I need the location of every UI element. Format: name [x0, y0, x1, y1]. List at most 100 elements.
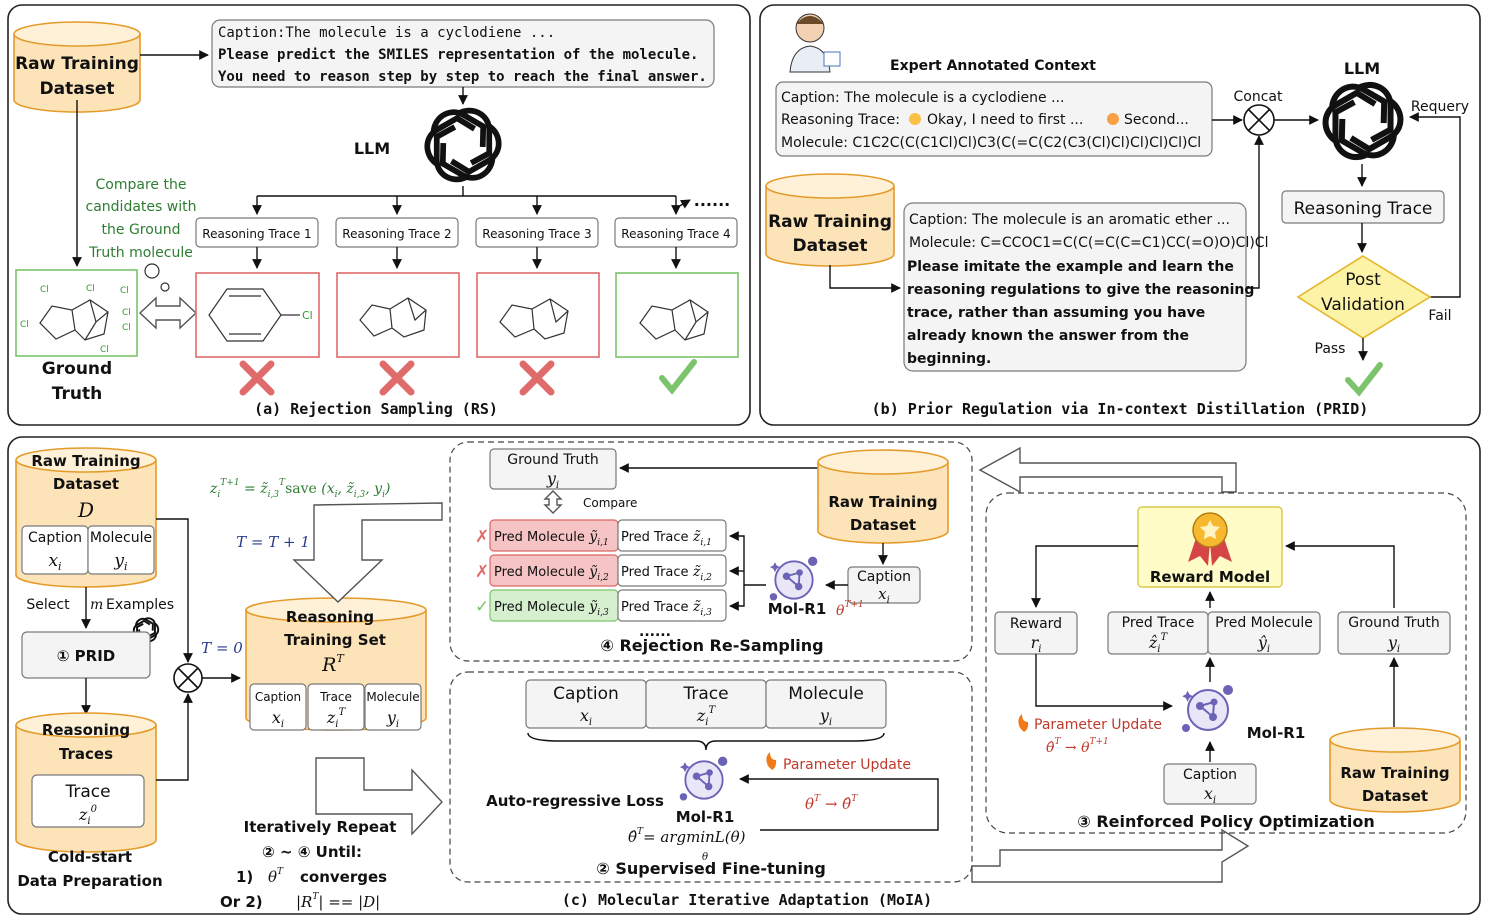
argmin-formula: θ̂T= argminL(θ) [628, 827, 746, 846]
ground-truth-molecule [39, 299, 109, 341]
gt-atom-4: Cl [120, 286, 129, 296]
dataset-d-symbol: D [77, 498, 94, 522]
rt-trace-label: Trace [319, 690, 352, 704]
candidate-box-1 [195, 272, 320, 358]
gt-label-rs: Ground Truth [507, 452, 598, 468]
rt-molecule-cell [364, 683, 422, 731]
prompt-line-2: Please predict the SMILES representation… [218, 47, 698, 63]
candidate-molecule-1 [208, 288, 300, 342]
sft-title: ② Supervised Fine-tuning [596, 859, 826, 878]
d-molecule-label: Molecule [90, 530, 152, 546]
raw-dataset-cylinder-b: Raw Training Dataset [765, 173, 895, 267]
rpo-to-rs-arrow [978, 446, 1237, 494]
prompt-line-b3: trace, rather than assuming you have [907, 305, 1205, 321]
reasoning-trace-label-b: Reasoning Trace [1294, 199, 1433, 219]
rs-region [449, 441, 973, 662]
more-traces: ...... [694, 191, 730, 210]
gt-var-rs: yi [546, 469, 559, 491]
ctx-molecule: Molecule: C1C2C(C(C1Cl)Cl)C3(C(=C(C2(C3(… [781, 135, 1201, 151]
gt-cell-rs [489, 448, 617, 490]
pred-trace-cell-1 [617, 519, 727, 552]
gt-atom-6: Cl [122, 323, 131, 333]
panel-b: Expert Annotated Context Caption: The mo… [759, 4, 1481, 426]
trace-label-2: Reasoning Trace 2 [342, 227, 451, 241]
panel-b-title: (b) Prior Regulation via In-context Dist… [872, 400, 1369, 418]
raw-dataset-cylinder-a: Raw Training Dataset [13, 21, 141, 113]
candidate-molecule-2 [359, 297, 427, 338]
trace-cell-label: Trace [64, 782, 110, 802]
ctx-caption: Caption: The molecule is a cyclodiene ..… [781, 90, 1064, 106]
m-examples-label: Examples [106, 597, 174, 613]
expert-context-label: Expert Annotated Context [890, 58, 1096, 74]
pass-label: Pass [1315, 341, 1346, 357]
trace-cell [31, 774, 145, 828]
z-update-formula: ziT+1 = z̃i,3Tsave (xi, z̃i,3, yi) [209, 478, 390, 500]
iter-label-1: Iteratively Repeat [244, 818, 397, 836]
gt-atom-3: Cl [86, 284, 95, 294]
argmin-subscript: θ [702, 852, 708, 863]
rt-molecule-label: Molecule [366, 690, 419, 704]
pred-row-3: ✓ Pred Molecule ỹi,3 Pred Trace z̃i,3 [475, 589, 727, 622]
prompt-line-3: You need to reason step by step to reach… [218, 69, 707, 85]
dataset-rs-label-2: Dataset [850, 516, 916, 534]
rpo-title: ③ Reinforced Policy Optimization [1077, 812, 1375, 831]
iter-cardinality: |RT| == |D| [296, 892, 380, 911]
iter-label-4: converges [300, 868, 387, 886]
gt-atom-5: Cl [122, 308, 131, 318]
fire-icon-rpo [1018, 714, 1029, 732]
prompt-line-b5: beginning. [907, 351, 991, 367]
reject-mark-1 [239, 360, 275, 396]
expert-context-box [775, 81, 1213, 157]
iter-label-2: ② ~ ④ Until: [262, 843, 362, 861]
cold-start-label-1: Cold-start [48, 848, 132, 866]
reject-mark-3 [519, 360, 555, 396]
t-init-label: T = 0 [201, 639, 243, 657]
dataset-d-label-1: Raw Training [31, 452, 140, 470]
concat-operator-icon [1243, 104, 1275, 136]
param-update-label-sft: Parameter Update [783, 757, 911, 773]
fail-label: Fail [1428, 308, 1451, 324]
candidate-box-4 [615, 272, 739, 358]
compare-text-2: candidates with [86, 199, 197, 215]
compare-text-4: Truth molecule [88, 245, 193, 261]
llm-label-b: LLM [1344, 59, 1380, 78]
dataset-d-label-2: Dataset [53, 475, 119, 493]
prompt-line-b4: already known the answer from the [907, 328, 1189, 344]
prompt-line-1: Caption:The molecule is a cyclodiene ... [218, 25, 555, 41]
prompt-molecule-b: Molecule: C=CCOC1=C(C(=C(C=C1)CC(=O)O)Cl… [909, 235, 1268, 251]
mol-r1-label-rs: Mol-R1 [768, 600, 827, 618]
accept-check-icon-b [1345, 362, 1383, 397]
ctx-trace-label: Reasoning Trace: [781, 112, 900, 128]
reward-var: ri [1031, 633, 1042, 655]
reasoning-traces-cylinder: Reasoning Traces Trace zi0 [15, 712, 157, 853]
loop-back-arrow [292, 502, 443, 603]
dataset-d-cylinder: Raw Training Dataset D Caption xi Molecu… [15, 447, 157, 588]
gt-atom-1: Cl [40, 285, 49, 295]
smile-emoji-icon [909, 113, 921, 125]
reasoning-trace-boxes: Reasoning Trace 1 Reasoning Trace 2 Reas… [195, 217, 738, 248]
combine-operator-icon [173, 663, 203, 693]
pred-trace-label-1: Pred Trace z̃i,1 [621, 529, 712, 548]
pred-row-2: ✗ Pred Molecule ỹi,2 Pred Trace z̃i,2 [475, 554, 727, 587]
cold-start-label-2: Data Preparation [17, 872, 162, 890]
rpo-pred-trace-label: Pred Trace [1122, 615, 1195, 631]
ground-truth-mol-box [15, 269, 138, 357]
pred-row-1: ✗ Pred Molecule ỹi,1 Pred Trace z̃i,1 [475, 519, 727, 552]
prid-prompt-box [903, 202, 1247, 372]
reasoning-traces-label-1: Reasoning [42, 721, 130, 739]
dataset-label-b1: Raw Training [768, 212, 892, 232]
rpo-caption-label: Caption [1183, 767, 1237, 783]
post-validation-label-2: Validation [1321, 295, 1405, 315]
t-increment-label: T = T + 1 [236, 533, 310, 551]
sft-molecule-cell [765, 679, 887, 729]
sft-to-rpo-arrow [971, 828, 1250, 883]
reject-mark-rs-1: ✗ [475, 527, 489, 547]
sft-brace [527, 732, 885, 751]
gt-atom-2: Cl [20, 320, 29, 330]
raw-dataset-cylinder-rs: Raw Training Dataset [817, 449, 949, 544]
pred-trace-label-3: Pred Trace z̃i,3 [621, 599, 712, 618]
more-preds: ...... [639, 624, 671, 640]
rpo-pred-molecule-cell [1207, 611, 1321, 655]
rt-caption-label: Caption [255, 690, 301, 704]
expert-avatar-icon [789, 13, 841, 73]
